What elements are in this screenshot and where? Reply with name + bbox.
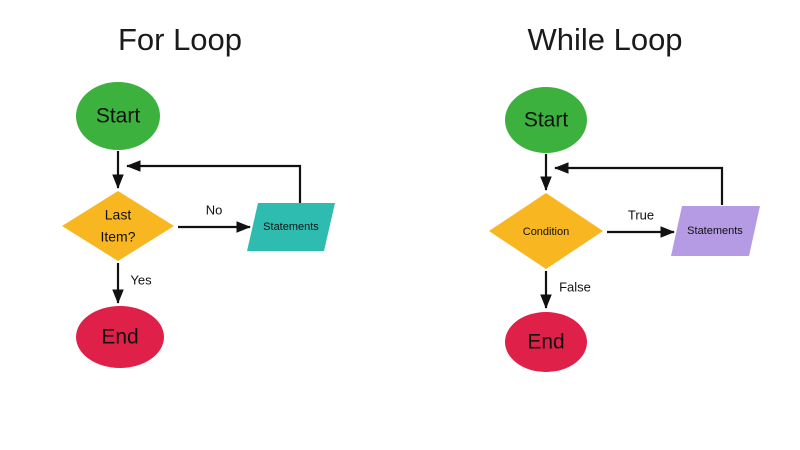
- for-loop-decision-shape: [62, 191, 174, 261]
- while-loop-start-shape: [505, 87, 587, 153]
- for-loop-start-label: Start: [96, 105, 141, 128]
- while-loop-node-start[interactable]: Start: [505, 87, 587, 153]
- while-loop-node-statements[interactable]: Statements: [671, 206, 760, 256]
- while-loop-decision-label: Condition: [523, 226, 569, 238]
- while-loop-start-label: Start: [524, 109, 569, 132]
- for-loop-end-label: End: [101, 326, 138, 349]
- for-loop-edge-loopback: [126, 160, 302, 203]
- for-loop-node-end[interactable]: End: [76, 306, 164, 368]
- while-loop-edge-label-false: False: [559, 279, 591, 294]
- for-loop-statements-label: Statements: [263, 221, 319, 233]
- for-loop-node-decision[interactable]: Last Item?: [62, 191, 174, 261]
- while-loop-statements-shape: [671, 206, 760, 256]
- while-loop-node-decision[interactable]: Condition: [489, 193, 603, 269]
- for-loop-start-shape: [76, 82, 160, 150]
- for-loop-title: For Loop: [118, 22, 242, 57]
- for-loop-node-start[interactable]: Start: [76, 82, 160, 150]
- for-loop-end-shape: [76, 306, 164, 368]
- while-loop-end-label: End: [527, 331, 564, 354]
- for-loop-statements-shape: [247, 203, 335, 251]
- for-loop-edge-label-yes: Yes: [130, 272, 152, 287]
- for-loop-decision-label-line2: Item?: [100, 229, 135, 245]
- while-loop-edge-label-true: True: [628, 207, 654, 222]
- while-loop-edge-loopback: [554, 162, 724, 205]
- diagram-for-loop: For Loop Start Last Item? No St: [62, 22, 335, 368]
- diagram-while-loop: While Loop Start Condition True Stateme: [489, 22, 760, 372]
- for-loop-edge-label-no: No: [206, 202, 223, 217]
- for-loop-decision-label-line1: Last: [105, 207, 132, 223]
- while-loop-decision-shape: [489, 193, 603, 269]
- while-loop-statements-label: Statements: [687, 225, 743, 237]
- for-loop-node-statements[interactable]: Statements: [247, 203, 335, 251]
- while-loop-node-end[interactable]: End: [505, 312, 587, 372]
- while-loop-end-shape: [505, 312, 587, 372]
- while-loop-title: While Loop: [527, 22, 682, 57]
